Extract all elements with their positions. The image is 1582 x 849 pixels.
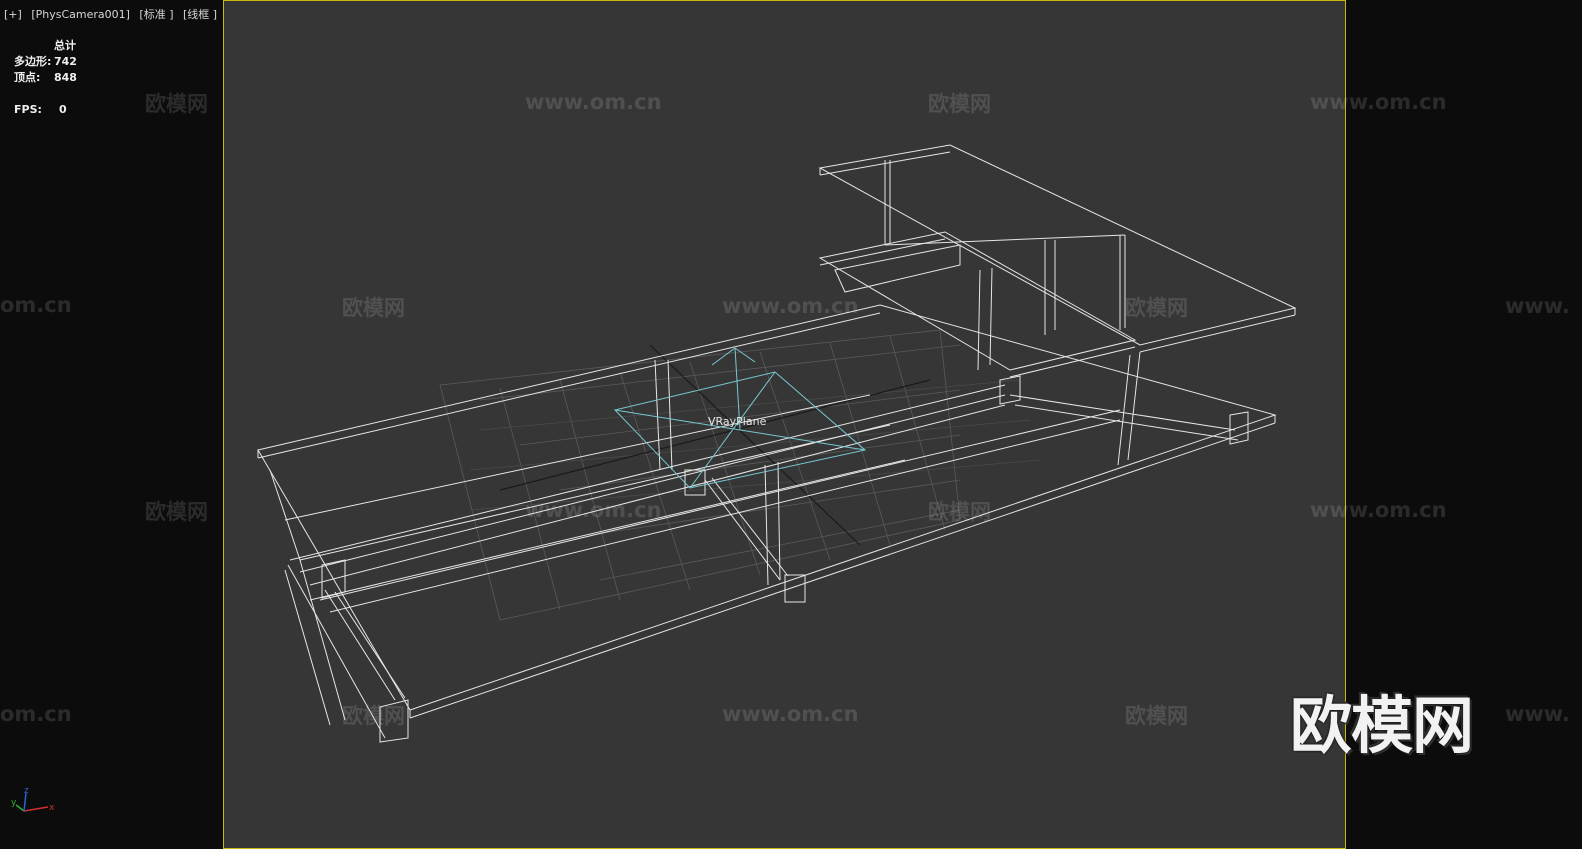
watermark-url-partial: www. (1505, 294, 1570, 318)
stats-header: 总计 (54, 39, 76, 52)
watermark-url: www.om.cn (722, 702, 859, 726)
axis-tripod-icon: x y z (11, 786, 55, 813)
watermark-logo: 欧模网 (145, 500, 208, 524)
viewport-shading-menu[interactable]: [标准 ] (139, 8, 174, 21)
stats-row-polygons: 多边形: 742 (14, 54, 77, 70)
stats-key: 多边形: (14, 55, 52, 68)
stats-row-vertices: 顶点: 848 (14, 70, 77, 86)
axis-z-label: z (24, 786, 29, 796)
watermark-url: www.om.cn (525, 498, 662, 522)
watermark-url-partial: www. (1505, 702, 1570, 726)
watermark-logo: 欧模网 (928, 92, 991, 116)
viewport-display-mode-menu[interactable]: [线框 ] (183, 8, 218, 21)
vray-plane-light (614, 347, 867, 489)
desk-wireframe (257, 144, 1297, 743)
watermark-logo: 欧模网 (1125, 704, 1188, 728)
watermark-url: www.om.cn (722, 294, 859, 318)
watermark-url-partial: om.cn (0, 702, 72, 726)
site-logo-watermark: 欧模网 (1290, 689, 1474, 762)
fps-label: FPS: (14, 103, 42, 116)
watermark-url: www.om.cn (1310, 90, 1447, 114)
axis-x-label: x (49, 803, 55, 813)
fps-value: 0 (59, 103, 67, 116)
stats-row-fps: FPS: 0 (14, 102, 77, 118)
watermark-url: www.om.cn (1310, 498, 1447, 522)
watermark-url: www.om.cn (525, 90, 662, 114)
object-name-label: VRayPlane (708, 415, 767, 428)
stats-value: 848 (54, 71, 77, 84)
axis-y-label: y (11, 798, 17, 808)
viewport-statistics: 总计 多边形: 742 顶点: 848 FPS: 0 (14, 38, 77, 118)
watermark-logo: 欧模网 (1125, 296, 1188, 320)
stats-value: 742 (54, 55, 77, 68)
stats-key: 顶点: (14, 71, 41, 84)
watermark-logo: 欧模网 (145, 92, 208, 116)
viewport-camera-menu[interactable]: [PhysCamera001] (31, 8, 130, 21)
watermark-url-partial: om.cn (0, 293, 72, 317)
watermark-logo: 欧模网 (342, 296, 405, 320)
watermark-logo: 欧模网 (342, 704, 405, 728)
viewport-general-menu[interactable]: [+] (4, 8, 22, 21)
viewport-label-menu: [+] [PhysCamera001] [标准 ] [线框 ] (4, 6, 223, 22)
watermark-logo: 欧模网 (928, 500, 991, 524)
home-grid (439, 329, 1041, 621)
